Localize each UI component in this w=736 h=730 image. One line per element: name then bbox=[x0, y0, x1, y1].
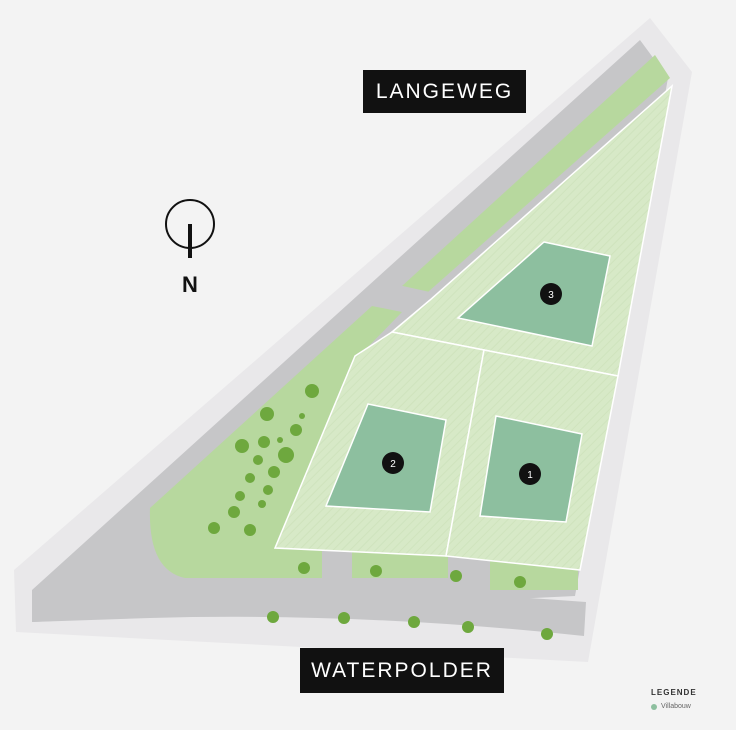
tree bbox=[450, 570, 462, 582]
lot-number-1: 1 bbox=[527, 470, 533, 481]
tree bbox=[267, 611, 279, 623]
tree bbox=[298, 562, 310, 574]
tree bbox=[268, 466, 280, 478]
tree bbox=[263, 485, 273, 495]
street-label-langeweg: LANGEWEG bbox=[363, 70, 526, 113]
legend-item-villabouw: Villabouw bbox=[651, 703, 731, 710]
legend-title: LEGENDE bbox=[651, 688, 697, 697]
tree bbox=[253, 455, 263, 465]
tree bbox=[258, 500, 266, 508]
tree bbox=[244, 524, 256, 536]
legend: LEGENDE Villabouw bbox=[651, 688, 731, 710]
tree bbox=[228, 506, 240, 518]
tree bbox=[278, 447, 294, 463]
compass-north-label: N bbox=[182, 272, 198, 297]
grass-strip-south-1 bbox=[352, 552, 448, 578]
compass: N bbox=[165, 199, 215, 297]
tree bbox=[258, 436, 270, 448]
lot-number-3: 3 bbox=[548, 290, 554, 301]
tree bbox=[299, 413, 305, 419]
lot-marker-2[interactable]: 2 bbox=[382, 452, 404, 474]
lot-marker-1[interactable]: 1 bbox=[519, 463, 541, 485]
tree bbox=[338, 612, 350, 624]
tree bbox=[245, 473, 255, 483]
tree bbox=[408, 616, 420, 628]
footpath bbox=[372, 285, 430, 310]
tree bbox=[290, 424, 302, 436]
street-label-waterpolder: WATERPOLDER bbox=[300, 648, 504, 693]
road-waterpolder bbox=[32, 585, 586, 636]
legend-label: Villabouw bbox=[661, 703, 691, 710]
tree bbox=[514, 576, 526, 588]
tree bbox=[462, 621, 474, 633]
tree bbox=[235, 439, 249, 453]
tree bbox=[305, 384, 319, 398]
trees bbox=[208, 384, 553, 640]
tree bbox=[260, 407, 274, 421]
legend-swatch bbox=[651, 703, 657, 710]
tree bbox=[541, 628, 553, 640]
grass-park-west bbox=[149, 306, 402, 578]
lot-marker-3[interactable]: 3 bbox=[540, 283, 562, 305]
grass-strip-north bbox=[402, 55, 670, 292]
tree bbox=[208, 522, 220, 534]
footprint-lot-3 bbox=[456, 241, 611, 347]
tree bbox=[370, 565, 382, 577]
tree bbox=[277, 437, 283, 443]
lot-number-2: 2 bbox=[390, 459, 396, 470]
tree bbox=[235, 491, 245, 501]
